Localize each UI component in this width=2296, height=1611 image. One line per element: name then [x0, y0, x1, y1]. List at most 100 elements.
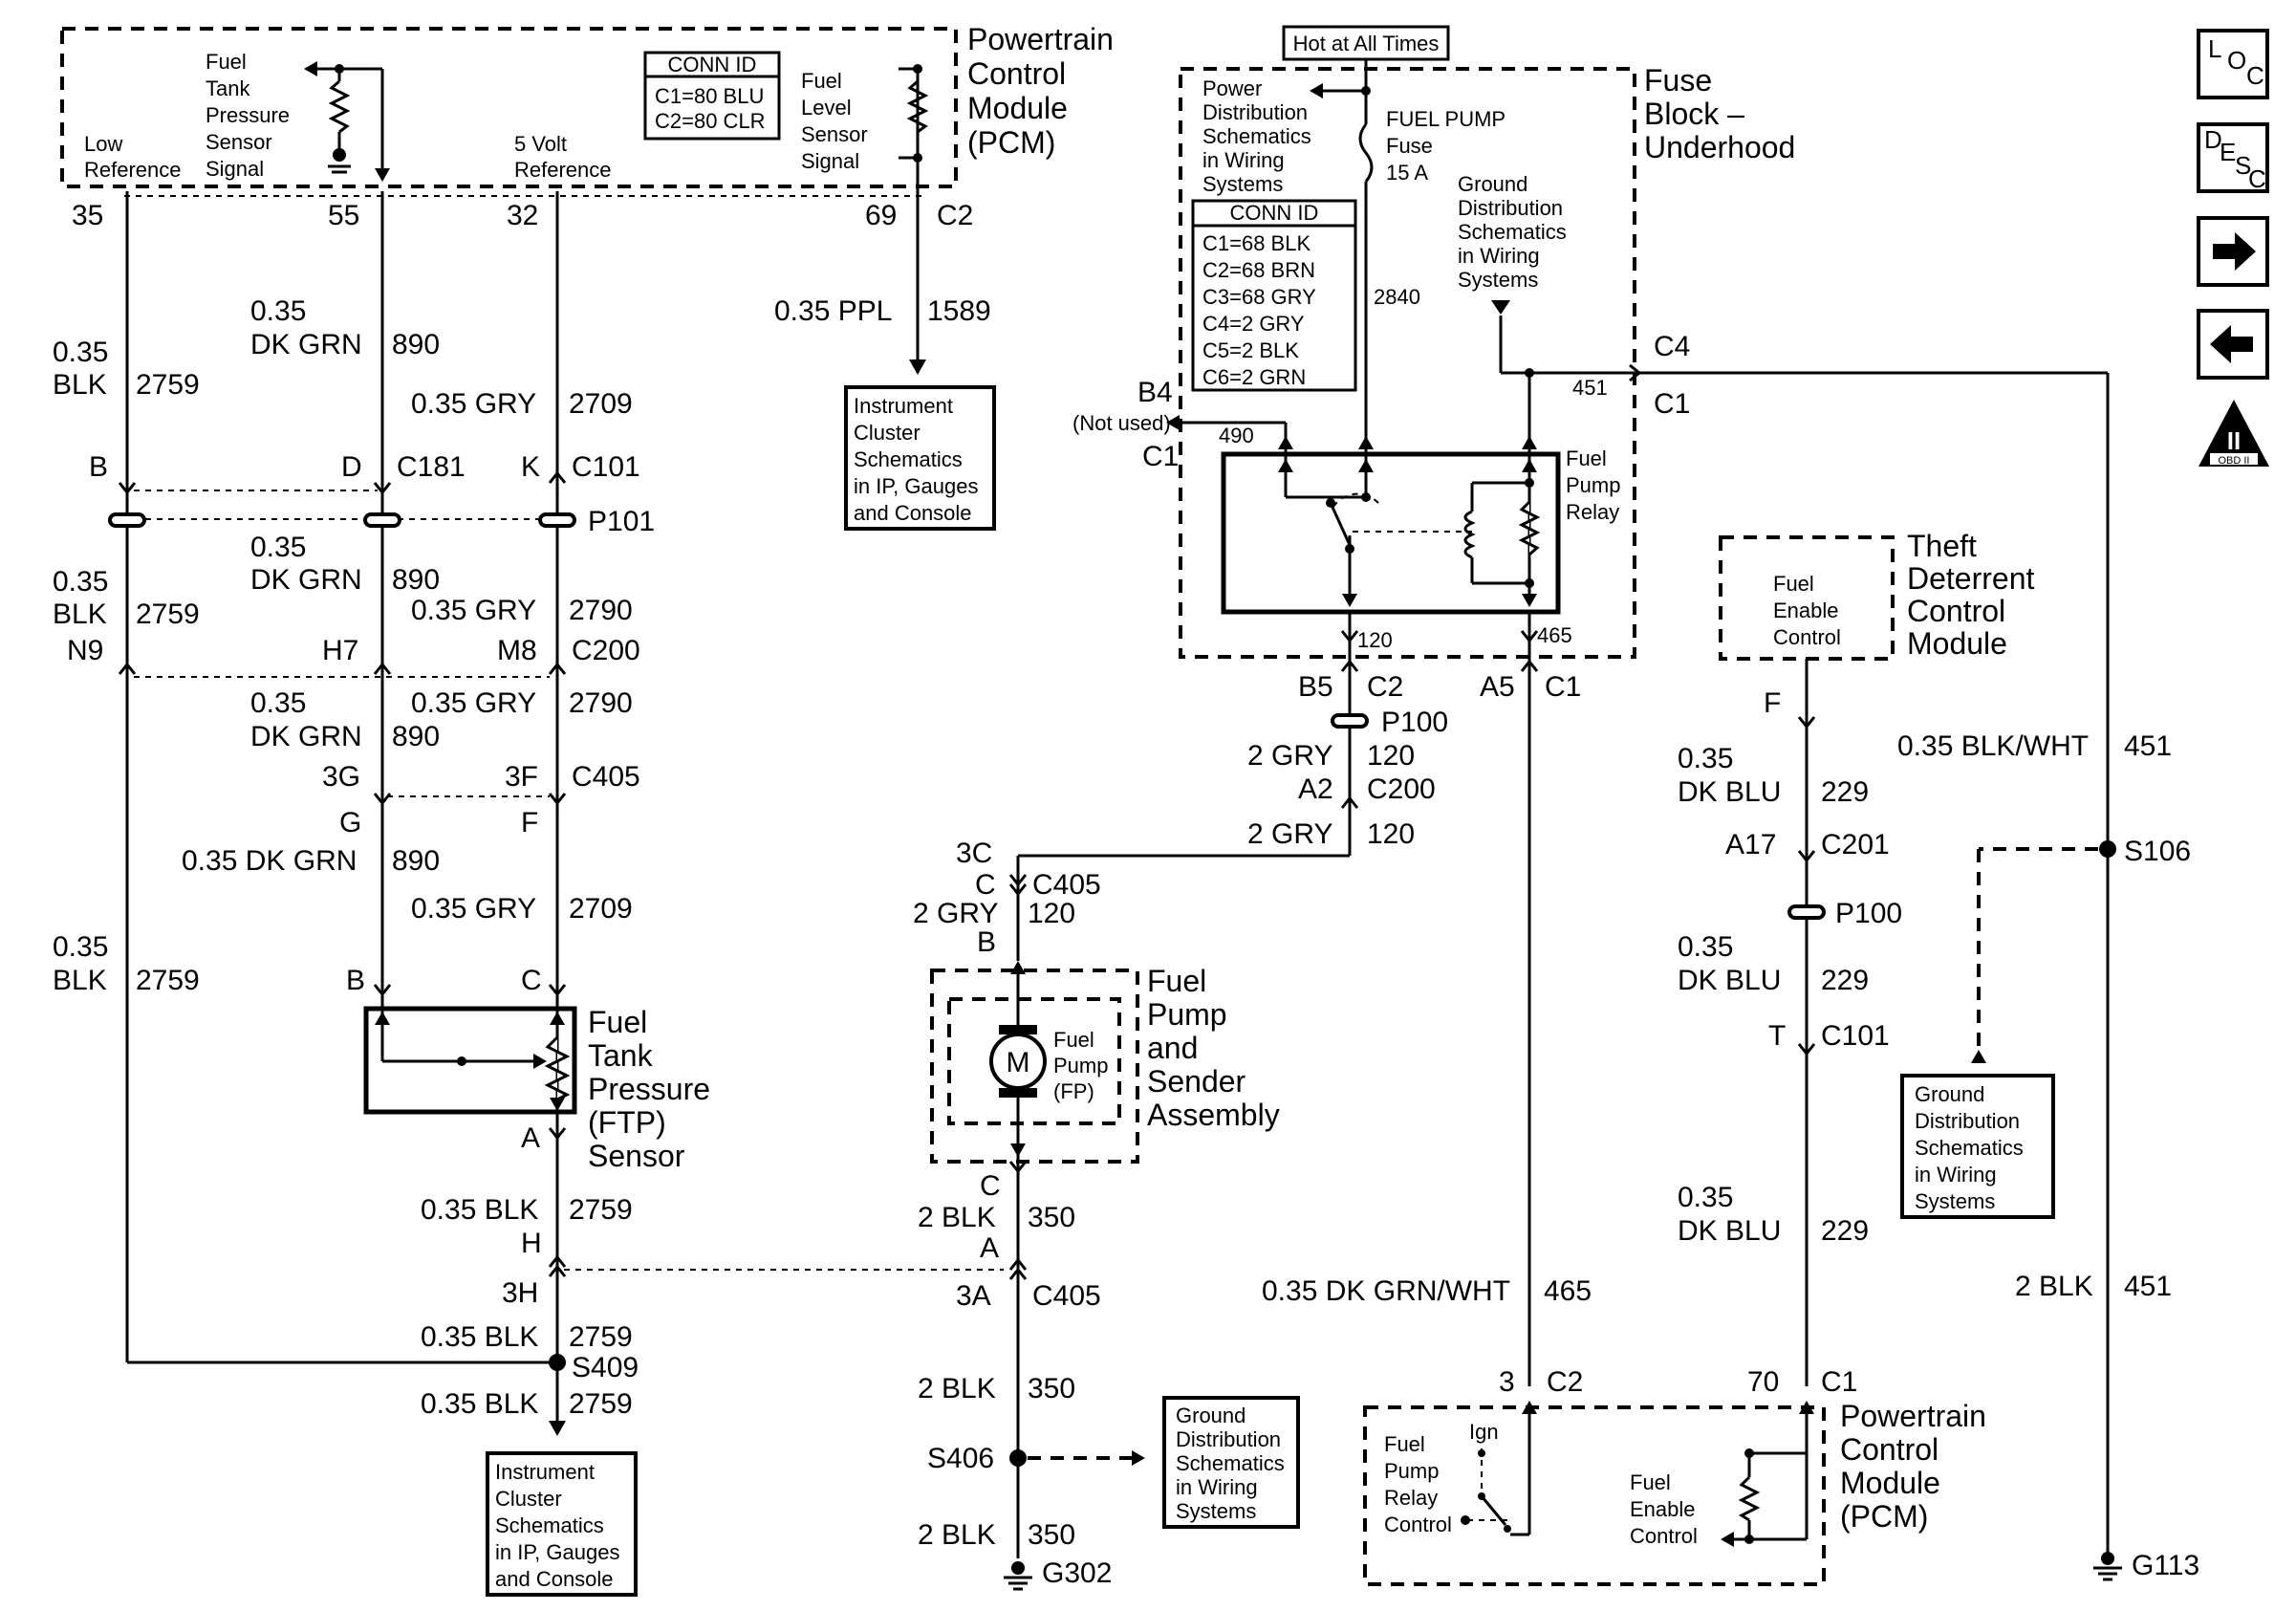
svg-text:B: B	[346, 965, 365, 996]
svg-text:C2=68 BRN: C2=68 BRN	[1202, 258, 1315, 282]
instrument-cluster-box-bottom: Instrument Cluster Schematics in IP, Gau…	[486, 1451, 638, 1597]
svg-text:Module: Module	[1840, 1466, 1940, 1500]
svg-text:A: A	[521, 1122, 540, 1154]
svg-text:in IP, Gauges: in IP, Gauges	[495, 1540, 619, 1564]
svg-text:70: 70	[1747, 1366, 1779, 1398]
ign-label: Ign	[1469, 1420, 1499, 1444]
svg-text:Signal: Signal	[801, 149, 859, 173]
svg-text:in Wiring: in Wiring	[1202, 148, 1285, 172]
fuse-block-box	[1179, 67, 1636, 659]
svg-text:C1: C1	[1545, 671, 1581, 703]
svg-text:BLK: BLK	[53, 965, 107, 996]
svg-text:3G: 3G	[322, 761, 360, 793]
prev-arrow-button[interactable]	[2197, 309, 2269, 380]
fuel-level-label: Fuel Level Sensor Signal	[801, 69, 868, 173]
svg-text:BLK: BLK	[53, 599, 107, 630]
hot-at-all-times-box: Hot at All Times	[1282, 25, 1450, 61]
svg-text:Schematics: Schematics	[1915, 1136, 2024, 1160]
svg-text:Cluster: Cluster	[854, 421, 921, 445]
svg-text:Fuse: Fuse	[1386, 134, 1433, 158]
svg-text:120: 120	[1367, 740, 1415, 772]
svg-text:3C: 3C	[956, 838, 992, 869]
svg-text:Module: Module	[1907, 626, 2007, 661]
svg-text:350: 350	[1028, 1519, 1075, 1551]
svg-text:B4: B4	[1137, 377, 1173, 408]
svg-text:Reference: Reference	[84, 158, 182, 182]
svg-text:P100: P100	[1835, 898, 1902, 929]
svg-text:C101: C101	[1821, 1020, 1890, 1052]
svg-text:Systems: Systems	[1202, 172, 1283, 196]
svg-text:Tank: Tank	[588, 1038, 654, 1073]
fuse-block-title: Fuse Block – Underhood	[1644, 63, 1795, 164]
svg-text:Pump: Pump	[1566, 473, 1620, 497]
svg-text:Fuel: Fuel	[206, 50, 247, 74]
svg-text:Schematics: Schematics	[1176, 1451, 1285, 1475]
svg-text:Schematics: Schematics	[1202, 124, 1311, 148]
fuel-enable-label: Fuel Enable Control	[1773, 572, 1841, 649]
svg-text:2790: 2790	[569, 687, 633, 719]
svg-text:0.35 PPL: 0.35 PPL	[774, 295, 892, 327]
desc-button[interactable]: D E S C	[2197, 122, 2269, 193]
svg-text:2790: 2790	[569, 595, 633, 626]
svg-text:DK GRN: DK GRN	[250, 564, 362, 596]
svg-text:Schematics: Schematics	[1458, 220, 1567, 244]
svg-text:0.35: 0.35	[1678, 743, 1733, 774]
loc-button[interactable]: L O C	[2197, 29, 2269, 99]
svg-text:0.35: 0.35	[53, 566, 108, 598]
svg-text:2 BLK: 2 BLK	[918, 1373, 996, 1404]
fuel-pump-assembly-label: Fuel Pump and Sender Assembly	[1147, 964, 1280, 1132]
theft-deterrent-label: Theft Deterrent Control Module	[1907, 529, 2035, 661]
svg-text:Relay: Relay	[1566, 500, 1619, 524]
svg-text:in IP, Gauges: in IP, Gauges	[854, 474, 978, 498]
svg-text:(PCM): (PCM)	[967, 125, 1055, 160]
svg-text:Signal: Signal	[206, 157, 264, 181]
svg-text:490: 490	[1219, 424, 1254, 447]
svg-text:A17: A17	[1725, 829, 1776, 860]
svg-text:in Wiring: in Wiring	[1176, 1475, 1258, 1499]
svg-text:2 GRY: 2 GRY	[1247, 740, 1333, 772]
svg-text:Control: Control	[1630, 1524, 1698, 1548]
svg-text:Pump: Pump	[1147, 997, 1227, 1032]
power-dist-label: Power Distribution Schematics in Wiring …	[1202, 76, 1311, 196]
svg-text:C1: C1	[1821, 1366, 1857, 1398]
low-ref-label: Low Reference	[84, 132, 182, 182]
svg-text:Distribution: Distribution	[1202, 100, 1308, 124]
pcm-pullup-resistor	[304, 61, 390, 182]
svg-text:120: 120	[1357, 628, 1393, 652]
svg-text:C2: C2	[1547, 1366, 1583, 1398]
svg-text:Instrument: Instrument	[854, 394, 953, 418]
svg-text:0.35: 0.35	[53, 337, 108, 368]
ftp-signal-label: Fuel Tank Pressure Sensor Signal	[206, 50, 290, 181]
svg-text:G: G	[339, 807, 361, 838]
wire-350	[1004, 1161, 1145, 1591]
fe-ctrl-label: Fuel Enable Control	[1630, 1470, 1698, 1548]
svg-text:0.35: 0.35	[250, 295, 306, 327]
svg-text:Module: Module	[967, 91, 1068, 125]
relay-label: Fuel Pump Relay	[1566, 446, 1620, 524]
svg-text:F: F	[1764, 687, 1781, 719]
ground-feed-451	[1491, 300, 1642, 449]
svg-text:0.35 BLK: 0.35 BLK	[421, 1194, 538, 1226]
svg-text:H7: H7	[322, 635, 358, 666]
svg-text:G302: G302	[1042, 1557, 1112, 1589]
wire-2709	[548, 191, 567, 999]
svg-text:and: and	[1147, 1031, 1198, 1065]
svg-text:3: 3	[1499, 1366, 1515, 1398]
svg-text:890: 890	[392, 329, 440, 360]
svg-text:DK BLU: DK BLU	[1678, 1215, 1781, 1247]
svg-text:(FP): (FP)	[1053, 1079, 1094, 1103]
pcm-bottom-label: Powertrain Control Module (PCM)	[1840, 1399, 1986, 1534]
svg-text:C3=68 GRY: C3=68 GRY	[1202, 285, 1316, 309]
fuel-pump-inner-label: Fuel Pump (FP)	[1053, 1028, 1108, 1103]
ftp-sensor	[363, 999, 577, 1123]
svg-text:D: D	[341, 451, 362, 483]
svg-text:C2: C2	[1367, 671, 1403, 703]
next-arrow-button[interactable]	[2197, 216, 2269, 287]
svg-text:M8: M8	[497, 635, 537, 666]
svg-text:C4: C4	[1654, 331, 1690, 362]
pin-35: 35	[72, 200, 103, 231]
svg-text:B: B	[89, 451, 108, 483]
obd-ii-button[interactable]: II OBD II	[2199, 400, 2269, 467]
svg-text:C200: C200	[572, 635, 640, 666]
svg-text:350: 350	[1028, 1373, 1075, 1404]
